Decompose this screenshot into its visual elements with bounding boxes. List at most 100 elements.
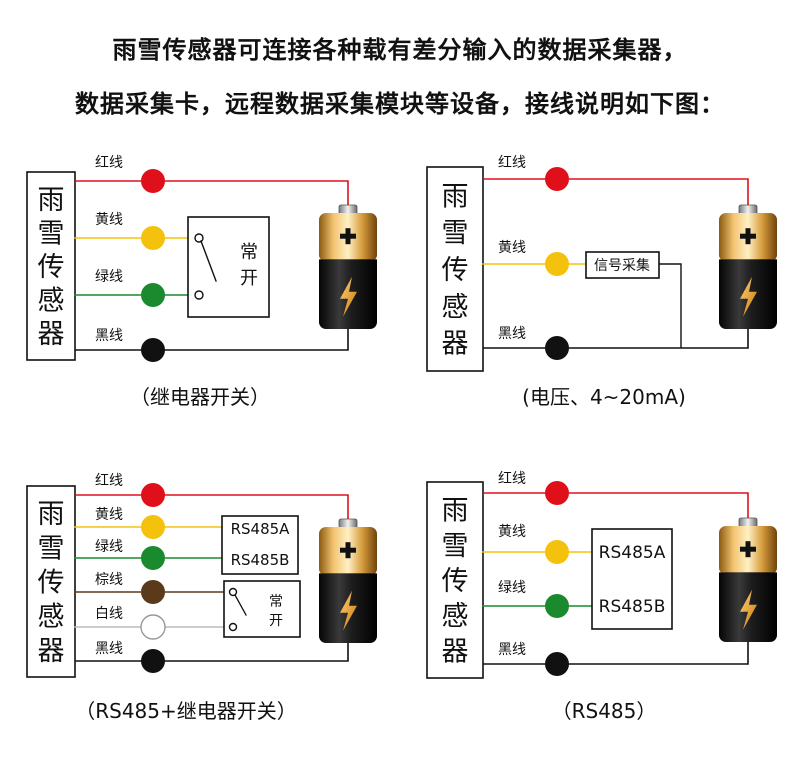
- wire-label: 黄线: [95, 211, 123, 228]
- plus-icon: [345, 542, 351, 559]
- diagram-caption: （RS485+继电器开关）: [75, 699, 297, 723]
- sensor-label-char: 传: [38, 252, 65, 283]
- signal-acquisition-box: [585, 251, 660, 279]
- sensor-label-char: 雨: [442, 496, 469, 527]
- rs485-box: [591, 528, 673, 630]
- sensor-label-char: 雨: [442, 181, 469, 212]
- black-terminal: [141, 338, 165, 362]
- rs485a-label: RS485A: [599, 543, 666, 563]
- wire-label: 黄线: [498, 239, 526, 256]
- rs485a-label: RS485A: [231, 520, 291, 538]
- black-wire: [483, 329, 749, 349]
- sensor-label-char: 雨: [38, 185, 65, 216]
- battery-band: [319, 259, 377, 270]
- sensor-label-char: 器: [38, 319, 65, 350]
- black-terminal: [141, 649, 165, 673]
- sensor-box: [26, 171, 76, 361]
- red-terminal: [141, 169, 165, 193]
- rs485b-label: RS485B: [231, 551, 290, 569]
- green-terminal: [545, 594, 569, 618]
- wire-label: 红线: [498, 471, 526, 487]
- wire-label: 黑线: [498, 642, 526, 658]
- red-wire: [75, 494, 349, 519]
- wire-label: 绿线: [498, 580, 526, 596]
- intro-text-line-1: 雨雪传感器可连接各种载有差分输入的数据采集器，: [112, 36, 688, 64]
- wire-label: 棕线: [95, 572, 123, 588]
- wire-label: 黄线: [498, 523, 526, 540]
- sensor-label-char: 传: [442, 255, 469, 286]
- sensor-label-char: 感: [38, 602, 65, 633]
- red-wire: [75, 180, 349, 205]
- red-terminal: [545, 167, 569, 191]
- wire-label: 绿线: [95, 269, 123, 285]
- signal-acquisition-label: 信号采集: [594, 257, 650, 274]
- sensor-label-char: 雪: [442, 218, 469, 249]
- yellow-terminal: [141, 226, 165, 250]
- sensor-label-char: 雪: [442, 531, 469, 562]
- white-terminal: [140, 614, 166, 640]
- sensor-box: [26, 485, 76, 678]
- diagram-caption: （RS485）: [552, 699, 657, 723]
- brown-terminal: [141, 580, 165, 604]
- green-terminal: [141, 283, 165, 307]
- relay-switch-arm: [234, 594, 247, 616]
- rs485b-label: RS485B: [599, 597, 666, 617]
- relay-box: [187, 216, 270, 318]
- relay-switch-arm: [200, 240, 217, 282]
- plus-icon: [345, 228, 351, 245]
- signal-return-wire: [659, 263, 682, 348]
- wire-label: 黑线: [498, 326, 526, 342]
- lightning-bolt-icon: [340, 590, 357, 631]
- wire-label: 红线: [95, 155, 123, 171]
- plus-icon: [745, 228, 751, 245]
- plus-icon: [745, 541, 751, 558]
- wire-label: 绿线: [95, 539, 123, 555]
- battery-icon: [719, 204, 777, 329]
- wire-label: 黄线: [95, 506, 123, 523]
- sensor-label-char: 雪: [38, 533, 65, 564]
- yellow-terminal: [141, 515, 165, 539]
- sensor-box: [426, 166, 484, 372]
- battery-icon: [719, 517, 777, 642]
- intro-text-line-2: 数据采集卡，远程数据采集模块等设备，接线说明如下图：: [75, 90, 725, 118]
- black-terminal: [545, 336, 569, 360]
- battery-icon: [319, 204, 377, 329]
- relay-contact: [194, 290, 204, 300]
- relay-contact: [194, 233, 204, 243]
- relay-label: 常: [240, 242, 258, 263]
- diagram-caption: (电压、4~20mA): [522, 385, 686, 409]
- relay-label: 开: [269, 613, 283, 629]
- sensor-label-char: 器: [442, 636, 469, 667]
- sensor-label-char: 传: [38, 568, 65, 599]
- red-terminal: [141, 483, 165, 507]
- red-terminal: [545, 481, 569, 505]
- black-wire: [75, 329, 349, 351]
- battery-band: [719, 259, 777, 270]
- wire-label: 红线: [498, 155, 526, 171]
- lightning-bolt-icon: [740, 276, 757, 317]
- sensor-label-char: 雨: [38, 499, 65, 530]
- sensor-box: [426, 481, 484, 679]
- relay-label: 常: [269, 594, 283, 610]
- wire-label: 白线: [95, 606, 123, 622]
- battery-icon: [319, 518, 377, 643]
- black-wire: [75, 643, 349, 662]
- relay-contact: [228, 622, 238, 632]
- sensor-label-char: 器: [38, 636, 65, 667]
- rs485-box: [221, 515, 299, 575]
- wire-label: 红线: [95, 473, 123, 489]
- diagram-caption: （继电器开关）: [130, 385, 270, 409]
- lightning-bolt-icon: [340, 276, 357, 317]
- battery-band: [319, 573, 377, 584]
- sensor-label-char: 传: [442, 566, 469, 597]
- diagram-rs485-relay: 雨雪传感器RS485ARS485B常开红线黄线绿线棕线白线黑线（RS485+继电…: [26, 473, 377, 723]
- yellow-terminal: [545, 540, 569, 564]
- wire-label: 黑线: [95, 328, 123, 344]
- sensor-label-char: 感: [442, 601, 469, 632]
- lightning-bolt-icon: [740, 589, 757, 630]
- black-wire: [483, 642, 749, 665]
- red-wire: [483, 492, 749, 518]
